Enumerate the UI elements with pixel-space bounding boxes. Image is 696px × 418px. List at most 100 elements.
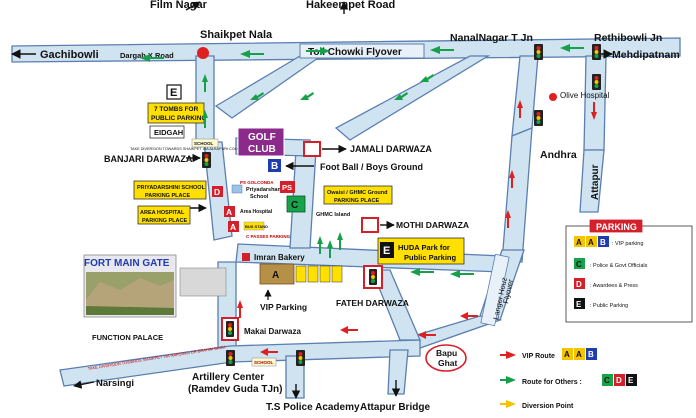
svg-text:PARKING PLACE: PARKING PLACE xyxy=(142,218,187,224)
svg-text:PS: PS xyxy=(282,183,292,192)
fort-main-gate-photo xyxy=(83,254,177,318)
function-palace-label: FUNCTION PALACE xyxy=(92,333,163,342)
huda-park-box: E HUDA Park for Public Parking xyxy=(377,237,465,265)
shaikpet-nala-label: Shaikpet Nala xyxy=(200,29,273,41)
film-nagar-label: Film Nagar xyxy=(150,0,208,11)
owaisi-ground-box: Owaisi / GHMC Ground PARKING PLACE xyxy=(323,185,393,205)
svg-text:C: C xyxy=(576,260,582,269)
ramdev-guda-label: (Ramdev Guda TJn) xyxy=(188,384,282,395)
jamali-darwaza-gate xyxy=(303,141,321,157)
svg-text:E: E xyxy=(383,245,390,257)
area-hospital-box: AREA HOSPITAL PARKING PLACE xyxy=(137,205,191,225)
parking-legend-title: PARKING xyxy=(596,222,637,232)
fateh-darwaza-label: FATEH DARWAZA xyxy=(336,298,409,308)
svg-text:PRIYADARSHINI SCHOOL: PRIYADARSHINI SCHOOL xyxy=(137,185,206,191)
svg-text:PUBLIC PARKING: PUBLIC PARKING xyxy=(151,115,207,122)
fateh-darwaza-gate xyxy=(363,265,383,289)
svg-text:PARKING PLACE: PARKING PLACE xyxy=(334,198,379,204)
legend-public-parking: : Public Parking xyxy=(590,303,628,309)
ps-golconda-label: PS GOLCONDA xyxy=(240,180,274,185)
svg-text:A: A xyxy=(230,222,236,232)
seven-tombs-box: 7 TOMBS FOR PUBLIC PARKING xyxy=(147,102,207,124)
banjari-darwaza-label: BANJARI DARWAZA xyxy=(104,154,193,164)
svg-text:E: E xyxy=(170,87,177,99)
svg-text:A: A xyxy=(226,207,232,217)
svg-text:B: B xyxy=(271,161,278,172)
traffic-signal-artillery xyxy=(226,350,235,366)
mothi-darwaza-label: MOTHI DARWAZA xyxy=(396,220,469,230)
svg-text:D: D xyxy=(576,280,582,289)
traffic-signal-rethibowli xyxy=(592,44,601,60)
football-ground-label: Foot Ball / Boys Ground xyxy=(320,162,423,172)
legend-vip-route-label: VIP Route xyxy=(522,353,555,360)
priyadarshini-parking-box: PRIYADARSHINI SCHOOL PARKING PLACE xyxy=(133,180,207,200)
eidgah-box: EIDGAH xyxy=(149,125,185,139)
andhra-label: Andhra xyxy=(540,149,577,161)
parking-c-badge: C xyxy=(286,195,306,213)
svg-text:C: C xyxy=(291,200,298,211)
narsingi-label: Narsingi xyxy=(96,378,134,389)
parking-b-badge: B xyxy=(268,159,281,172)
school-small-label-bottom: SCHOOL xyxy=(254,360,274,365)
olive-hospital-label: Olive Hospital xyxy=(560,91,610,100)
attapur-road-label: Attapur xyxy=(590,164,601,200)
ps-badge: PS xyxy=(280,181,295,193)
diversion-point-shaikpet xyxy=(197,47,209,59)
parking-a-badge-2: A xyxy=(228,221,239,232)
ghat-label: Ghat xyxy=(438,358,458,368)
svg-text:AREA HOSPITAL: AREA HOSPITAL xyxy=(140,210,185,216)
svg-text:D: D xyxy=(214,187,220,197)
school-small-label-top: SCHOOL xyxy=(194,141,214,146)
alkapuri-diversion-note: TAKE DIVERSION TOWARDS SHAIKPET VIA ALKA… xyxy=(130,147,246,151)
others-route-arrows xyxy=(140,44,584,278)
parking-d-badge: D xyxy=(212,186,223,197)
svg-text:A: A xyxy=(272,270,279,281)
traffic-signal-nanalnagar xyxy=(534,44,543,60)
bapu-ghat-marker xyxy=(425,344,467,372)
ghmc-island-label: GHMC Island xyxy=(316,212,350,218)
gachibowli-label: Gachibowli xyxy=(40,49,99,61)
legend-police-govt: : Police & Govt Officials xyxy=(590,263,648,269)
mehdipatnam-label: Mehdipatnam xyxy=(612,49,680,61)
traffic-signal-attapur xyxy=(592,74,601,90)
parking-e-badge-top: E xyxy=(166,84,182,100)
svg-text:CLUB: CLUB xyxy=(248,144,276,155)
svg-text:EIDGAH: EIDGAH xyxy=(154,128,183,137)
imran-bakery-label: Imran Bakery xyxy=(254,253,305,262)
area-hospital-map-label: Area Hospital xyxy=(240,209,273,215)
toli-chowki-flyover-label: Toli Chowki Flyover xyxy=(308,47,402,58)
svg-text:A: A xyxy=(576,238,582,247)
svg-text:HUDA Park for: HUDA Park for xyxy=(398,243,450,252)
svg-text:7 TOMBS FOR: 7 TOMBS FOR xyxy=(154,106,199,113)
svg-text:B: B xyxy=(600,238,606,247)
makai-darwaza-gate xyxy=(221,317,239,341)
svg-text:A: A xyxy=(576,350,582,359)
parking-a-badge-1: A xyxy=(224,206,235,217)
legend-awardees-press: : Awardees & Press xyxy=(590,283,638,289)
vip-parking-area: A xyxy=(259,263,343,285)
svg-text:D: D xyxy=(616,376,622,385)
ts-police-academy-label: T.S Police Academy xyxy=(266,402,360,413)
vip-route-arrows xyxy=(237,100,597,356)
traffic-signal-police-academy xyxy=(296,350,305,366)
svg-text:A: A xyxy=(564,350,570,359)
svg-text:E: E xyxy=(628,376,634,385)
traffic-signal-andhra xyxy=(534,110,543,126)
priyadarshani-label: Priyadarshani xyxy=(246,187,283,193)
svg-text:Owaisi / GHMC Ground: Owaisi / GHMC Ground xyxy=(327,190,388,196)
bus-stand-label: BUS STAND xyxy=(245,224,268,229)
c-passes-parking-label: C PASSES PARKING xyxy=(246,234,291,239)
parking-legend: PARKING A A B : VIP parking C : Police &… xyxy=(565,219,693,323)
makai-darwaza-label: Makai Darwaza xyxy=(244,327,301,336)
attapur-bridge-label: Attapur Bridge xyxy=(360,402,430,413)
svg-text:PARKING PLACE: PARKING PLACE xyxy=(145,193,190,199)
legend-diversion-point-label: Diversion Point xyxy=(522,403,574,410)
fort-main-gate-label: FORT MAIN GATE xyxy=(84,258,170,269)
svg-text:GOLF: GOLF xyxy=(248,132,276,143)
nanalnagar-jn-label: NanalNagar T Jn xyxy=(450,32,533,44)
golf-club-box: GOLF CLUB xyxy=(237,127,285,157)
mothi-darwaza-gate xyxy=(361,217,379,233)
legend-vip-parking: : VIP parking xyxy=(612,241,643,247)
